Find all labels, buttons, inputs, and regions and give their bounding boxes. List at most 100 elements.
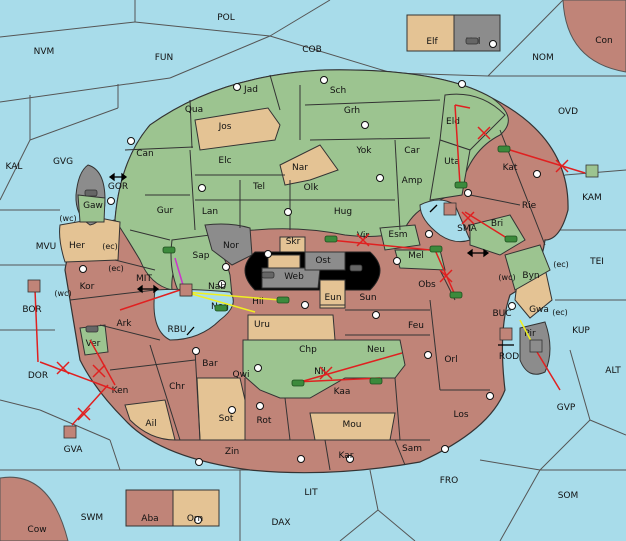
- territory-label-chp: Chp: [299, 345, 317, 355]
- fleet-units: [27, 164, 599, 439]
- coast-label-ec: (ec): [108, 264, 124, 273]
- sea-label-swm: SWM: [81, 513, 103, 523]
- territory-label-los: Los: [453, 410, 468, 420]
- territory-label-nil: Nil: [314, 367, 326, 377]
- territory-label-kar: Kar: [339, 451, 354, 461]
- territory-label-yok: Yok: [355, 146, 372, 156]
- territory-nar[interactable]: [279, 144, 339, 186]
- army-units: [162, 145, 518, 387]
- territory-bri[interactable]: [469, 214, 526, 256]
- territory-label-ark: Ark: [116, 319, 132, 329]
- territory-esm[interactable]: [379, 224, 421, 251]
- coast-labels: (wc) (ec) (ec) (wc) (wc) (ec) (ec): [54, 214, 568, 317]
- territory-label-nar: Nar: [292, 163, 308, 173]
- coast-label-wc: (wc): [59, 214, 76, 223]
- sea-label-kup: KUP: [572, 326, 590, 336]
- territory-label-tel: Tel: [252, 182, 265, 192]
- territory-label-hug: Hug: [334, 207, 352, 217]
- territory-label-chr: Chr: [169, 382, 185, 392]
- sea-label-gor: GOR: [108, 182, 128, 192]
- territory-label-jad: Jad: [243, 85, 258, 95]
- territory-sot[interactable]: [196, 377, 246, 441]
- sea-label-cow: Cow: [27, 525, 46, 535]
- territory-ail[interactable]: [124, 399, 176, 441]
- sea-label-fun: FUN: [155, 53, 174, 63]
- territory-label-her: Her: [69, 241, 85, 251]
- sea-rbu-inlet: [153, 288, 234, 341]
- territory-label-orn: Orn: [187, 514, 203, 524]
- sea-label-kam: KAM: [582, 193, 602, 203]
- coast-label-ec: (ec): [552, 308, 568, 317]
- territory-web[interactable]: [261, 267, 321, 289]
- territory-label-sch: Sch: [330, 86, 346, 96]
- sea-label-kal: KAL: [6, 162, 23, 172]
- territory-aba[interactable]: [125, 489, 174, 527]
- sea-label-gvp: GVP: [557, 403, 576, 413]
- territory-label-nor: Nor: [223, 241, 239, 251]
- coast-label-ec: (ec): [553, 260, 569, 269]
- failed-order-marks: [56, 126, 569, 421]
- territory-label-sun: Sun: [359, 293, 376, 303]
- territory-label-eld: Eld: [446, 117, 460, 127]
- sea-label-ovd: OVD: [558, 107, 578, 117]
- coast-label-wc: (wc): [498, 273, 515, 282]
- territory-jos[interactable]: [194, 107, 281, 151]
- sea-label-fro: FRO: [440, 476, 459, 486]
- territory-label-vir: Vir: [357, 231, 369, 241]
- territory-her[interactable]: [59, 217, 121, 263]
- sea-label-gvg: GVG: [53, 157, 73, 167]
- territory-label-orl: Orl: [444, 355, 457, 365]
- territory-label-nab: Nab: [208, 282, 226, 292]
- territory-eun-box[interactable]: [319, 279, 346, 306]
- territory-skr-box[interactable]: [267, 254, 301, 269]
- territory-label-aba: Aba: [141, 514, 158, 524]
- territory-label-sam: Sam: [402, 444, 422, 454]
- coast-label-ec: (ec): [102, 242, 118, 251]
- sea-label-tei: TEI: [589, 257, 604, 267]
- territory-label-esm: Esm: [388, 230, 407, 240]
- sea-label-mvu: MVU: [36, 242, 57, 252]
- sea-label-nom: NOM: [532, 53, 554, 63]
- territory-label-sap: Sap: [193, 251, 210, 261]
- territory-label-can: Can: [136, 149, 154, 159]
- territory-label-neu: Neu: [367, 345, 385, 355]
- sea-label-pol: POL: [217, 13, 235, 23]
- territory-label-byn: Byn: [522, 271, 539, 281]
- territory-label-elf: Elf: [426, 37, 438, 47]
- territory-ost[interactable]: [304, 251, 346, 271]
- sea-label-rbu: RBU: [167, 325, 186, 335]
- territory-label-elc: Elc: [218, 156, 231, 166]
- territory-label-feu: Feu: [408, 321, 424, 331]
- territory-label-mou: Mou: [343, 420, 362, 430]
- territory-label-sot: Sot: [219, 414, 234, 424]
- territory-label-rie: Rie: [522, 201, 537, 211]
- sea-label-bor: BOR: [22, 305, 41, 315]
- territory-byn[interactable]: [504, 244, 551, 291]
- sea-label-nvm: NVM: [34, 47, 55, 57]
- sea-label-dax: DAX: [271, 518, 290, 528]
- territory-elf[interactable]: [406, 14, 455, 52]
- sea-label-som: SOM: [558, 491, 579, 501]
- gray-units: [84, 37, 479, 333]
- territory-label-amp: Amp: [402, 176, 423, 186]
- territory-label-mel: Mel: [408, 251, 424, 261]
- sea-label-cob: COB: [302, 45, 322, 55]
- territory-label-ost: Ost: [315, 256, 331, 266]
- territory-label-skr: Skr: [286, 237, 301, 247]
- coast-label-wc: (wc): [54, 289, 71, 298]
- territory-gaw[interactable]: [77, 194, 106, 223]
- territory-label-ail: Ail: [145, 419, 156, 429]
- territory-label-uru: Uru: [254, 320, 270, 330]
- territory-label-pir: Pir: [524, 329, 536, 339]
- sea-label-rod: ROD: [499, 352, 519, 362]
- territory-label-rot: Rot: [257, 416, 272, 426]
- territory-label-ver: Ver: [86, 339, 101, 349]
- sea-label-gva: GVA: [64, 445, 84, 455]
- territory-label-kat: Kat: [503, 163, 518, 173]
- territory-label-grh: Grh: [344, 106, 360, 116]
- sea-label-sma: SMA: [457, 224, 477, 234]
- territory-label-ken: Ken: [112, 386, 129, 396]
- territory-label-kaa: Kaa: [334, 387, 351, 397]
- territory-borders: [69, 74, 546, 471]
